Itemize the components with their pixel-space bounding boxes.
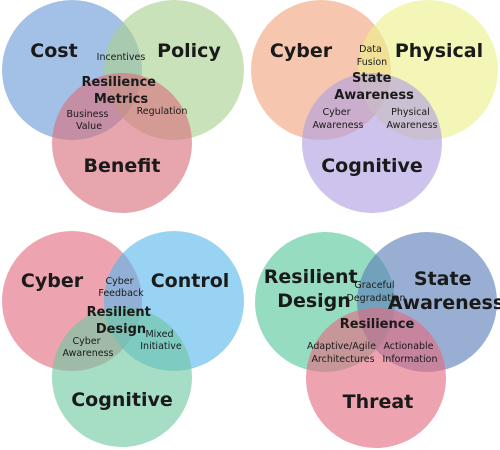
center-state-awareness: State Awareness [334,71,414,103]
overlap-regulation: Regulation [137,106,188,117]
overlap-adaptive-agile-architectures: Adaptive/Agile Architectures [307,341,379,365]
label-cost: Cost [30,40,77,62]
center-resilience-metrics: Resilience Metrics [81,75,160,107]
label-policy: Policy [157,40,221,62]
circle-cognitive [52,307,192,447]
center-resilient-design: Resilient Design [87,305,156,337]
overlap-cyber-awareness: Cyber Awareness [62,336,113,359]
label-physical: Physical [395,40,483,62]
venn-diagram-state-awareness: Cyber Physical Cognitive Data Fusion Cyb… [251,0,498,213]
label-resilient-design: Resilient Design [264,266,364,312]
label-control: Control [151,270,230,292]
circle-threat [306,308,446,448]
label-cyber: Cyber [21,270,84,292]
overlap-graceful-degradation: Graceful Degradation [347,280,406,304]
venn-diagram-metrics: Cost Policy Benefit Incentives Business … [2,0,244,213]
label-cognitive: Cognitive [71,389,173,411]
center-resilience: Resilience [340,317,415,332]
label-benefit: Benefit [84,155,161,177]
venn-diagram-resilient-design: Cyber Control Cognitive Cyber Feedback C… [2,231,244,447]
overlap-data-fusion: Data Fusion [357,44,387,68]
overlap-mixed-initiative: Mixed Initiative [140,329,182,352]
overlap-physical-awareness: Physical Awareness [386,107,437,131]
label-threat: Threat [343,391,414,413]
overlap-actionable-information: Actionable Information [383,341,438,365]
label-cyber: Cyber [270,40,333,62]
overlap-business-value: Business Value [67,109,112,132]
overlap-cyber-feedback: Cyber Feedback [98,276,144,299]
circle-benefit [52,73,192,213]
overlap-incentives: Incentives [97,52,146,63]
circle-cognitive [302,73,442,213]
label-state-awareness: State Awareness [388,268,500,314]
venn-diagram-resilience: Resilient Design State Awareness Threat … [255,232,500,448]
overlap-cyber-awareness: Cyber Awareness [312,107,363,131]
label-cognitive: Cognitive [321,155,423,177]
